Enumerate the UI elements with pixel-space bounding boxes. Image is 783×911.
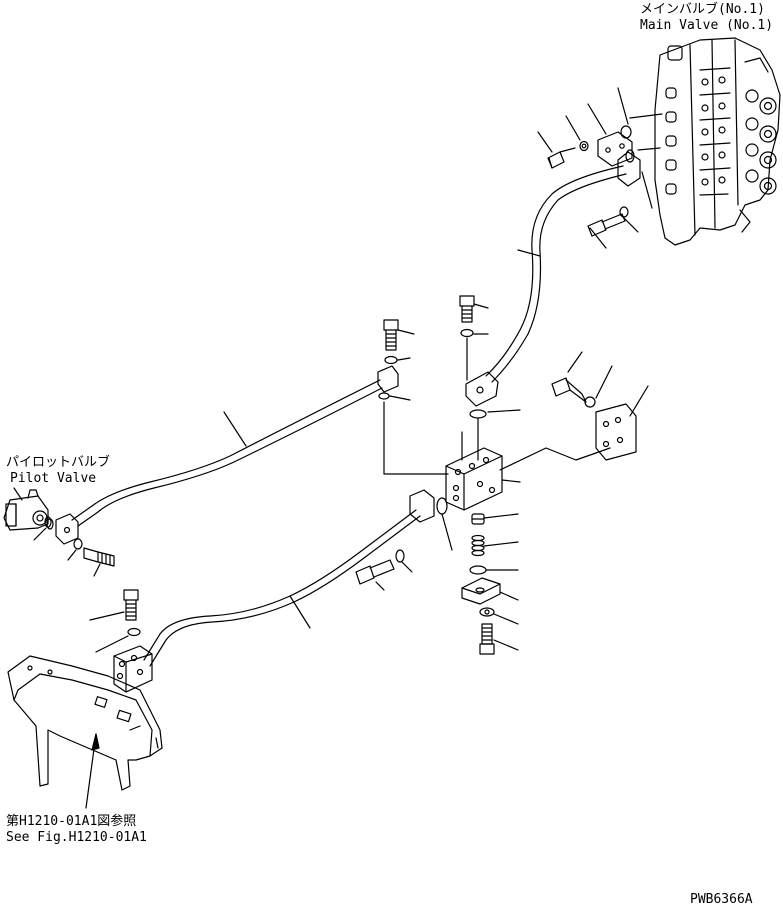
leader-line	[89, 611, 125, 621]
leader-line	[617, 87, 629, 125]
washer	[73, 538, 83, 550]
bolt	[587, 213, 626, 237]
pilot-valve-label-en: Pilot Valve	[10, 471, 97, 486]
washer	[384, 355, 398, 365]
leader-line	[517, 249, 541, 257]
leader-line	[401, 561, 413, 573]
leader-line	[383, 401, 449, 475]
o-ring	[469, 409, 487, 419]
leader-line	[629, 385, 649, 417]
leader-line	[483, 541, 519, 547]
leader-line	[441, 513, 453, 551]
o-ring	[46, 518, 54, 530]
leader-line	[595, 365, 613, 399]
leader-line	[493, 613, 519, 625]
leader-line	[567, 351, 583, 373]
leader-line	[397, 329, 415, 335]
o-ring	[436, 497, 448, 515]
main-valve-blank-flange	[547, 125, 633, 169]
bolt	[551, 377, 587, 403]
frame-block	[113, 645, 153, 693]
main-valve-label-en: Main Valve (No.1)	[640, 18, 774, 33]
bolt	[123, 589, 139, 621]
leader-line	[493, 639, 519, 651]
leader-line	[641, 171, 653, 209]
frame-bracket	[7, 655, 163, 791]
washer	[127, 627, 141, 637]
main-valve-body	[654, 37, 781, 246]
leader-line	[629, 113, 663, 119]
leader-line	[637, 147, 661, 151]
bolt	[459, 295, 475, 323]
leader-line	[589, 227, 607, 249]
o-ring	[378, 392, 390, 400]
bolt	[383, 319, 399, 351]
washer	[460, 328, 474, 338]
tube-main-valve-to-block	[465, 151, 641, 407]
leader-line	[565, 115, 581, 141]
leader-line	[13, 487, 23, 501]
leader-line	[389, 395, 411, 401]
leader-line	[289, 595, 311, 629]
reference-arrow-head	[91, 733, 100, 751]
main-valve-label-jp: メインバルブ(No.1)	[640, 2, 765, 17]
washer	[584, 396, 596, 408]
mounting-bracket	[595, 403, 637, 461]
reference-label-en: See Fig.H1210-01A1	[6, 830, 147, 845]
washer	[619, 206, 629, 218]
leader-line	[67, 549, 77, 561]
check-valve-stack	[461, 513, 501, 655]
leader-line	[473, 303, 489, 309]
bolt	[355, 559, 395, 585]
junction-block	[445, 447, 503, 511]
leader-line	[223, 411, 247, 447]
o-ring	[625, 149, 635, 163]
leader-line	[487, 409, 521, 413]
leader-line	[375, 581, 385, 591]
leader-line	[95, 635, 129, 653]
pilot-valve-label-jp: パイロットバルブ	[6, 455, 111, 470]
leader-line	[93, 563, 101, 577]
leader-line	[33, 527, 47, 541]
leader-line	[397, 357, 411, 361]
pilot-valve-body	[3, 489, 52, 531]
tube-lower	[143, 489, 435, 667]
bolt	[83, 547, 115, 567]
leader-line	[483, 513, 519, 519]
leader-line	[587, 103, 607, 135]
leader-line	[537, 131, 553, 153]
leader-line	[499, 447, 611, 471]
drawing-code: PWB6366A	[690, 892, 753, 907]
reference-label-jp: 第H1210-01A1図参照	[6, 814, 137, 829]
tube-pilot-valve-to-block	[55, 365, 399, 545]
leader-line	[499, 591, 519, 601]
washer	[395, 549, 405, 563]
leader-line	[501, 479, 521, 483]
